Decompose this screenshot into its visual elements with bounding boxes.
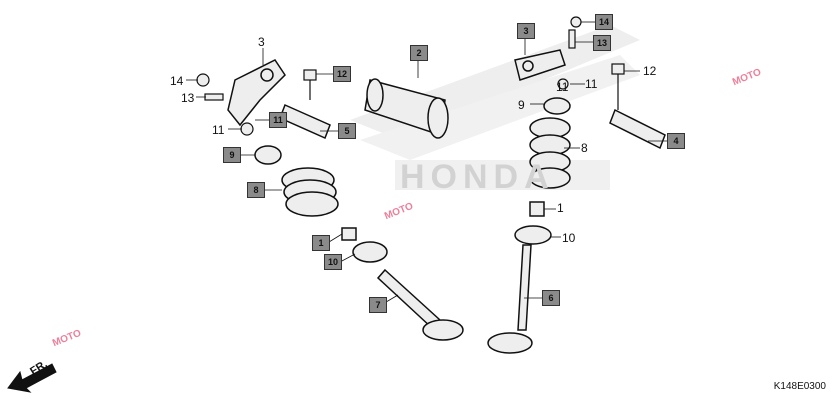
callout-10-right: 10	[562, 231, 576, 245]
screw-13-left	[204, 93, 224, 101]
callout-8-right: 8	[581, 141, 588, 155]
callout-8-box-left: 8	[247, 182, 265, 198]
retainer-9-left	[254, 145, 282, 165]
retainer-9-right	[543, 97, 571, 115]
callout-11-right-b: 11	[585, 77, 598, 91]
seat-10-left	[352, 241, 388, 263]
bolt-12-right	[611, 63, 625, 110]
callout-2-box: 2	[410, 45, 428, 61]
diagram-code: K148E0300	[773, 381, 826, 392]
callout-12-box-left: 12	[333, 66, 351, 82]
callout-12-right: 12	[643, 64, 657, 78]
seal-1-left	[341, 227, 357, 241]
nut-14-left	[196, 73, 210, 87]
bolt-12-left	[303, 69, 317, 100]
nut-14-right	[570, 16, 582, 28]
camshaft	[364, 78, 449, 139]
callout-14-box-right: 14	[595, 14, 613, 30]
rocker-arm-left	[227, 59, 286, 127]
seat-10-right	[514, 225, 552, 245]
spring-8-right	[529, 117, 571, 189]
callout-9-right: 9	[518, 98, 525, 112]
seal-1-right	[529, 201, 545, 217]
callout-11-right-a: 11	[556, 80, 569, 94]
callout-7-box: 7	[369, 297, 387, 313]
valve-7	[376, 268, 464, 341]
callout-3-left: 3	[258, 35, 265, 49]
callout-10-box-left: 10	[324, 254, 342, 270]
callout-11-left: 11	[212, 123, 225, 137]
callout-3-box-right: 3	[517, 23, 535, 39]
front-direction-arrow	[7, 363, 57, 393]
honda-brand-text: HONDA	[400, 158, 555, 196]
callout-11-box-left: 11	[269, 112, 287, 128]
callout-5-box: 5	[338, 123, 356, 139]
callout-1-right: 1	[557, 201, 564, 215]
callout-13-box-right: 13	[593, 35, 611, 51]
valve-6	[487, 244, 533, 354]
shaft-4	[609, 108, 666, 150]
rocker-arm-right	[514, 49, 566, 81]
spring-8-left	[281, 167, 339, 217]
callout-9-box-left: 9	[223, 147, 241, 163]
shaft-5	[279, 103, 331, 140]
callout-6-box: 6	[542, 290, 560, 306]
nut-11-left	[240, 122, 254, 136]
callout-13-left: 13	[181, 91, 195, 105]
nut-11-right	[557, 78, 569, 90]
screw-13-right	[568, 29, 576, 49]
callout-14-left: 14	[170, 74, 184, 88]
callout-1-box-left: 1	[312, 235, 330, 251]
callout-4-box: 4	[667, 133, 685, 149]
